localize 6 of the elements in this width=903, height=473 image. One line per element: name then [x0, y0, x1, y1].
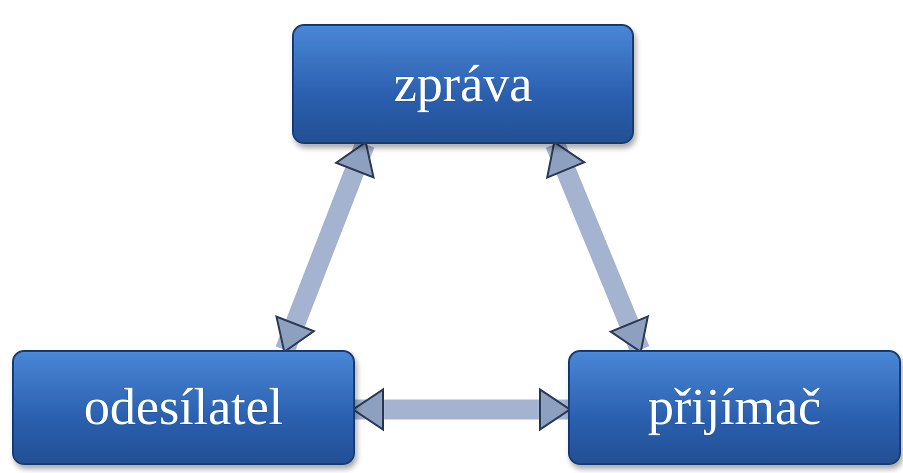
- process-box: [12, 350, 355, 465]
- box-label: zpráva: [394, 54, 532, 114]
- box-label: odesílatel: [84, 378, 284, 437]
- box-label: přijímač: [648, 378, 822, 437]
- process-box: [292, 24, 634, 144]
- process-box: [568, 350, 901, 465]
